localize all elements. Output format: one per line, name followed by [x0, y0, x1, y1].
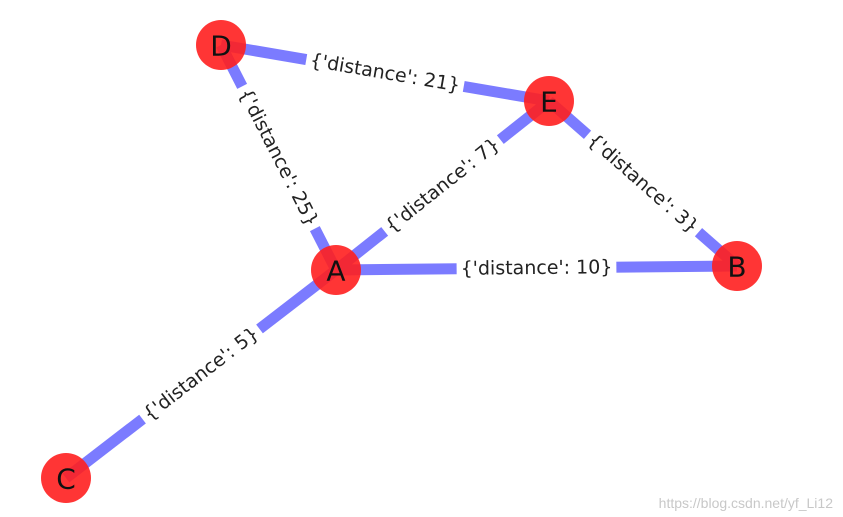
node-c: C: [41, 453, 91, 503]
edge-label-group: {'distance': 21}: [304, 47, 466, 99]
node-label: A: [326, 255, 345, 288]
edge-label-group: {'distance': 25}: [231, 80, 326, 235]
edge-label: {'distance': 21}: [308, 49, 461, 96]
node-circle: [41, 453, 91, 503]
edge-d-e: {'distance': 21}: [220, 39, 550, 107]
node-circle: [524, 76, 574, 126]
edge-label-background: [135, 319, 267, 429]
edge-label: {'distance': 10}: [461, 256, 613, 280]
node-label: B: [727, 251, 746, 284]
node-a: A: [311, 245, 361, 295]
edge-label-group: {'distance': 3}: [579, 125, 707, 242]
edge-a-b: {'distance': 10}: [335, 255, 738, 281]
edge-a-c: {'distance': 5}: [62, 265, 340, 483]
edge-label-background: [304, 47, 466, 99]
edge-d-a: {'distance': 25}: [216, 42, 341, 273]
edge-label: {'distance': 25}: [234, 85, 323, 230]
node-label: D: [210, 30, 232, 63]
node-e: E: [524, 76, 574, 126]
nodes-layer: A B C D E: [41, 20, 762, 503]
edge-e-b: {'distance': 3}: [545, 96, 741, 271]
edge-label-group: {'distance': 10}: [456, 255, 617, 281]
node-circle: [712, 241, 762, 291]
node-d: D: [196, 20, 246, 70]
edge-label: {'distance': 5}: [139, 323, 263, 426]
watermark: https://blog.csdn.net/yf_Li12: [658, 495, 833, 511]
edge-label: {'distance': 7}: [381, 133, 504, 237]
edge-label-background: [377, 130, 508, 241]
edge-a-e: {'distance': 7}: [332, 96, 553, 275]
edge-label-group: {'distance': 7}: [377, 130, 508, 241]
node-label: C: [56, 463, 76, 496]
edge-label-background: [579, 125, 707, 242]
edge-label: {'distance': 3}: [583, 129, 702, 238]
edge-label-background: [231, 80, 326, 235]
edge-label-group: {'distance': 5}: [135, 319, 267, 429]
edges-layer: {'distance': 21}{'distance': 25} {'distan…: [62, 39, 741, 483]
node-label: E: [540, 86, 558, 119]
node-circle: [196, 20, 246, 70]
edge-label-background: [456, 255, 617, 281]
node-b: B: [712, 241, 762, 291]
node-circle: [311, 245, 361, 295]
